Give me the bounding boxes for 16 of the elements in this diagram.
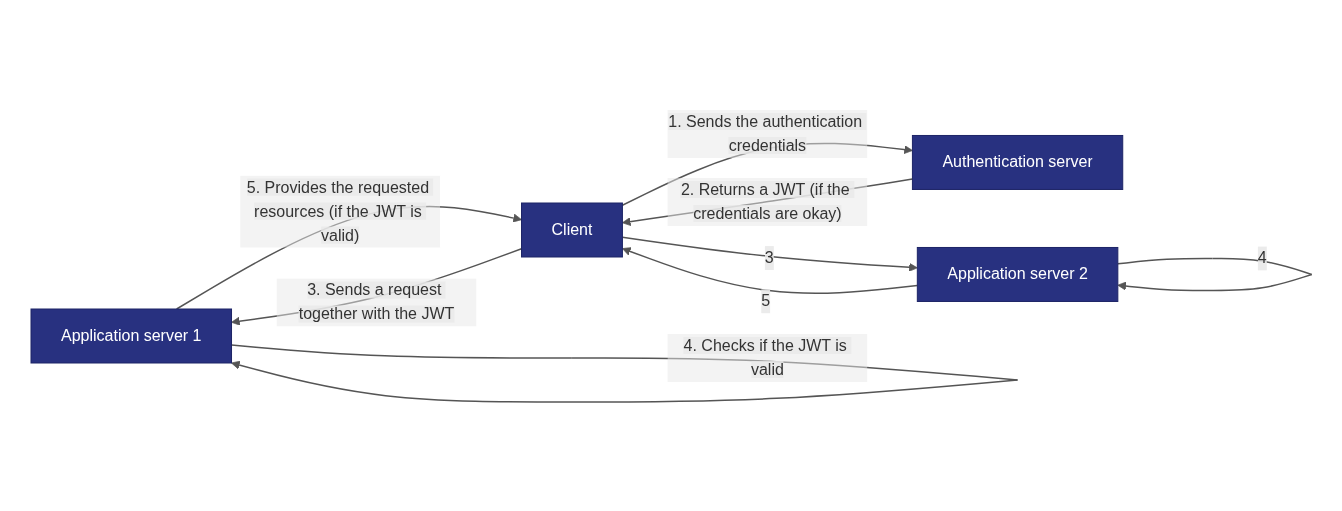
edge-label: 3. Sends a request together with the JWT [298,280,454,322]
arrow [1116,257,1313,291]
node-box: Client [520,202,623,257]
edge-label: 3 [764,248,774,266]
node-box: Application server 1 [30,308,232,363]
arrow [621,246,918,294]
arrow [621,236,918,272]
edge-label: 1. Sends the authentication credentials [667,112,862,154]
edge-label: 4. Checks if the JWT is valid [683,336,847,378]
node-box: Application server 2 [916,246,1118,302]
edge-label: 5 [760,291,770,309]
edge-label: 4 [1257,248,1267,266]
edge-label: 5. Provides the requested resources (if the JWT is valid) [246,178,429,244]
edge-label: 2. Returns a JWT (if the credentials are okay) [680,180,850,222]
node-box: Authentication server [911,134,1123,190]
arrow [230,247,522,326]
